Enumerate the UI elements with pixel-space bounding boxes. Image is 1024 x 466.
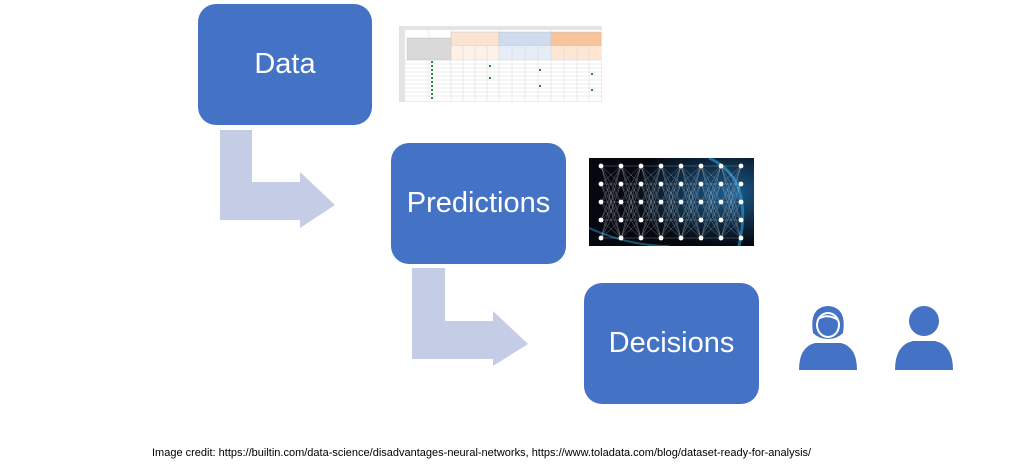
decisions-label: Decisions [608,327,735,359]
predictions-box: Predictions [391,143,566,264]
male-user-icon [895,306,953,370]
data-box: Data [198,4,372,125]
neural-network-thumbnail [589,158,754,246]
data-label: Data [254,48,316,80]
female-user-icon [799,306,857,370]
image-credit: Image credit: https://builtin.com/data-s… [152,447,812,459]
decisions-box: Decisions [584,283,759,404]
predictions-label: Predictions [406,187,551,219]
flow-arrow-predictions-to-decisions [412,268,528,366]
flow-arrow-data-to-predictions [220,130,335,228]
spreadsheet-thumbnail [399,26,602,102]
